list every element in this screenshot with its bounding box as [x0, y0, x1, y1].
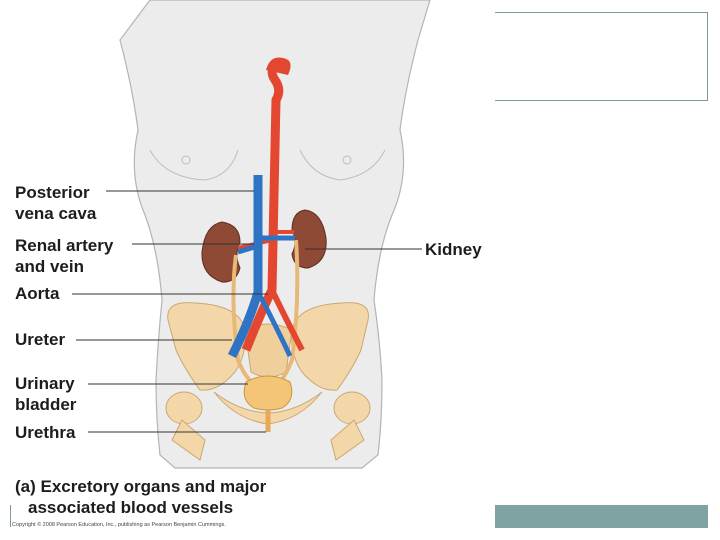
left-iliac-bone — [167, 302, 246, 391]
right-femur-shaft — [330, 419, 365, 461]
leader-lines — [72, 190, 422, 433]
label-aorta: Aorta — [15, 284, 60, 303]
left-femur-shaft — [171, 419, 206, 461]
label-renal-line2: and vein — [15, 257, 84, 276]
label-bladder-line2: bladder — [15, 395, 77, 414]
figure-caption-line2: associated blood vessels — [28, 498, 234, 517]
left-renal-vein — [237, 243, 259, 255]
right-breast-contour — [299, 149, 386, 181]
urinary-bladder — [243, 375, 293, 411]
label-bladder-line1: Urinary — [15, 374, 75, 393]
right-common-iliac-artery — [269, 288, 305, 352]
left-nipple — [181, 155, 191, 165]
right-femur-head — [333, 391, 371, 425]
label-posterior-line1: Posterior — [15, 183, 90, 202]
label-ureter: Ureter — [15, 330, 66, 349]
frame-left-line — [10, 505, 11, 527]
frame-bottom-bar — [495, 505, 708, 528]
frame-middle-line — [495, 100, 708, 101]
label-renal-line1: Renal artery — [15, 236, 114, 255]
label-kidney: Kidney — [425, 240, 482, 259]
left-breast-contour — [149, 149, 239, 181]
label-urinary-bladder: Urinary bladder — [15, 373, 76, 415]
aortic-arch — [266, 57, 291, 75]
label-renal-artery-vein: Renal artery and vein — [15, 235, 113, 277]
left-femur-head — [165, 391, 203, 425]
right-nipple — [342, 155, 352, 165]
label-urethra: Urethra — [15, 423, 76, 442]
label-posterior-vena-cava: Posterior vena cava — [15, 182, 96, 224]
frame-top-line — [495, 12, 708, 13]
frame-right-line — [707, 12, 708, 100]
copyright-notice: Copyright © 2008 Pearson Education, Inc.… — [12, 522, 226, 528]
figure-caption-line1: (a) Excretory organs and major — [15, 477, 267, 496]
right-common-iliac-vein — [255, 290, 293, 358]
label-posterior-line2: vena cava — [15, 204, 97, 223]
